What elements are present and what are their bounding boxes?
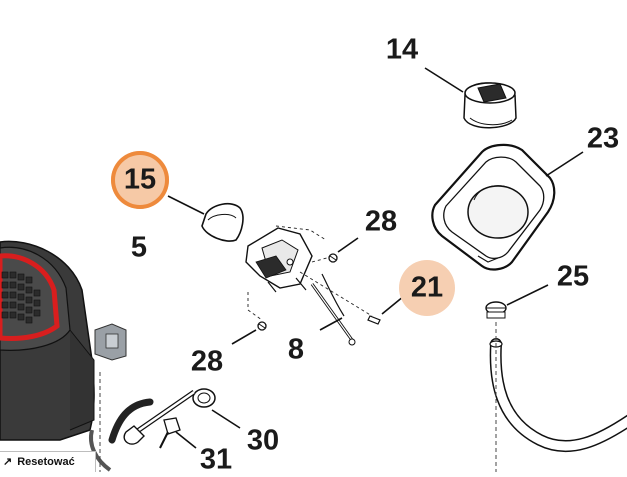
fuel-hose[interactable] xyxy=(489,322,627,472)
part-15-knob[interactable] xyxy=(167,195,244,242)
callout-25-halo[interactable] xyxy=(550,254,596,300)
callout-23[interactable]: 23 xyxy=(586,122,620,155)
part-30-fuel-line[interactable] xyxy=(123,388,241,445)
callout-25[interactable]: 25 xyxy=(556,260,590,293)
callout-31-halo[interactable] xyxy=(193,443,239,473)
callout-5[interactable]: 5 xyxy=(130,231,148,264)
throttle-bracket[interactable] xyxy=(245,225,373,321)
callout-15-halo[interactable] xyxy=(111,151,169,209)
callout-14[interactable]: 14 xyxy=(385,33,419,66)
callout-15[interactable]: 15 xyxy=(123,163,157,196)
callout-30[interactable]: 30 xyxy=(246,424,280,457)
callout-28-lower[interactable]: 28 xyxy=(190,345,224,378)
callout-23-halo[interactable] xyxy=(580,116,626,162)
callout-21-halo[interactable] xyxy=(399,260,455,316)
callout-5-halo[interactable] xyxy=(117,226,161,270)
part-14-fuel-cap[interactable] xyxy=(424,67,517,129)
callout-14-halo[interactable] xyxy=(379,27,425,73)
part-31-valve[interactable] xyxy=(159,417,197,449)
callout-28-lower-halo[interactable] xyxy=(184,339,230,385)
part-8-cable[interactable] xyxy=(310,273,356,346)
part-23-fuel-tank[interactable] xyxy=(431,143,584,271)
callout-30-halo[interactable] xyxy=(240,418,286,464)
callout-28-upper[interactable]: 28 xyxy=(364,205,398,238)
callout-21[interactable]: 21 xyxy=(410,271,444,304)
reset-view-button[interactable]: ↗ Resetować xyxy=(0,451,96,472)
part-21-screw[interactable] xyxy=(367,295,405,325)
expand-arrow-icon: ↗ xyxy=(3,455,13,468)
part-28-upper-screw[interactable] xyxy=(328,237,359,263)
callout-31[interactable]: 31 xyxy=(199,443,233,476)
reset-view-label: Resetować xyxy=(17,456,75,468)
callout-8-halo[interactable] xyxy=(276,330,316,370)
callout-8[interactable]: 8 xyxy=(287,333,305,366)
part-28-lower-nut[interactable] xyxy=(231,321,267,345)
part-25-hose-clamp[interactable] xyxy=(485,284,549,319)
engine-assembly[interactable] xyxy=(0,240,154,472)
callout-28-upper-halo[interactable] xyxy=(358,199,404,245)
